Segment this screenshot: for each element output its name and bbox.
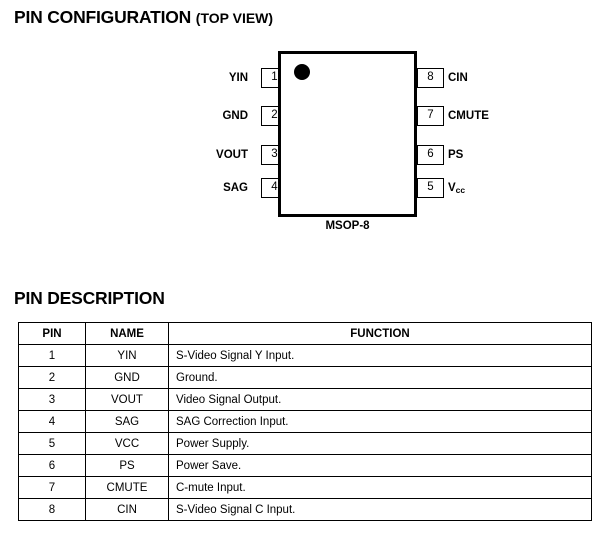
cell-function: SAG Correction Input.	[168, 410, 592, 433]
table-row: 2 GND Ground.	[18, 366, 592, 389]
orientation-dot-icon	[294, 64, 310, 80]
table-header-row: PIN NAME FUNCTION	[18, 322, 592, 345]
column-header-pin: PIN	[18, 322, 86, 345]
cell-function: S-Video Signal C Input.	[168, 498, 592, 521]
package-body-outline	[278, 51, 417, 217]
pin-lead-7: 7	[417, 106, 444, 126]
cell-name: YIN	[85, 344, 169, 367]
cell-name: VCC	[85, 432, 169, 455]
table-row: 1 YIN S-Video Signal Y Input.	[18, 344, 592, 367]
table-row: 6 PS Power Save.	[18, 454, 592, 477]
cell-pin: 5	[18, 432, 86, 455]
cell-function: C-mute Input.	[168, 476, 592, 499]
pin-name-label-7: CMUTE	[448, 106, 489, 126]
pin-name-label-5: Vcc	[448, 178, 465, 198]
column-header-function: FUNCTION	[168, 322, 592, 345]
cell-pin: 1	[18, 344, 86, 367]
pin-name-label-7-text: CMUTE	[448, 110, 489, 122]
pin-name-label-8-text: CIN	[448, 72, 468, 84]
pin-description-heading: PIN DESCRIPTION	[14, 288, 165, 308]
table-row: 5 VCC Power Supply.	[18, 432, 592, 455]
cell-pin: 7	[18, 476, 86, 499]
pin-configuration-heading: PIN CONFIGURATION (TOP VIEW)	[14, 7, 273, 28]
cell-function: Ground.	[168, 366, 592, 389]
pin-configuration-diagram: 1 2 3 4 YIN GND VOUT SAG 8 7 6 5 CIN CMU…	[0, 40, 603, 240]
pin-name-label-4: SAG	[223, 182, 248, 194]
pin-name-label-5-text: V	[448, 182, 456, 194]
pin-lead-8: 8	[417, 68, 444, 88]
package-name-label: MSOP-8	[325, 220, 370, 232]
pin-name-label-8: CIN	[448, 68, 468, 88]
cell-function: Video Signal Output.	[168, 388, 592, 411]
cell-name: VOUT	[85, 388, 169, 411]
table-row: 7 CMUTE C-mute Input.	[18, 476, 592, 499]
cell-pin: 4	[18, 410, 86, 433]
pin-name-label-6-text: PS	[448, 149, 464, 161]
pin-description-table: PIN NAME FUNCTION 1 YIN S-Video Signal Y…	[18, 322, 592, 521]
cell-pin: 3	[18, 388, 86, 411]
pin-lead-6: 6	[417, 145, 444, 165]
cell-pin: 8	[18, 498, 86, 521]
table-row: 3 VOUT Video Signal Output.	[18, 388, 592, 411]
cell-name: CIN	[85, 498, 169, 521]
cell-function: Power Save.	[168, 454, 592, 477]
pin-lead-5: 5	[417, 178, 444, 198]
cell-name: GND	[85, 366, 169, 389]
cell-pin: 6	[18, 454, 86, 477]
table-row: 4 SAG SAG Correction Input.	[18, 410, 592, 433]
cell-pin: 2	[18, 366, 86, 389]
pin-name-label-1: YIN	[228, 72, 248, 84]
pin-configuration-heading-suffix: (TOP VIEW)	[195, 10, 274, 26]
cell-name: CMUTE	[85, 476, 169, 499]
column-header-name: NAME	[85, 322, 169, 345]
pin-name-label-2: GND	[222, 110, 248, 122]
pin-name-label-3: VOUT	[216, 149, 248, 161]
pin-configuration-heading-text: PIN CONFIGURATION	[14, 7, 192, 27]
pin-name-label-5-subscript: cc	[455, 185, 466, 195]
cell-name: PS	[85, 454, 169, 477]
cell-name: SAG	[85, 410, 169, 433]
pin-name-label-6: PS	[448, 145, 463, 165]
cell-function: S-Video Signal Y Input.	[168, 344, 592, 367]
table-row: 8 CIN S-Video Signal C Input.	[18, 498, 592, 521]
cell-function: Power Supply.	[168, 432, 592, 455]
